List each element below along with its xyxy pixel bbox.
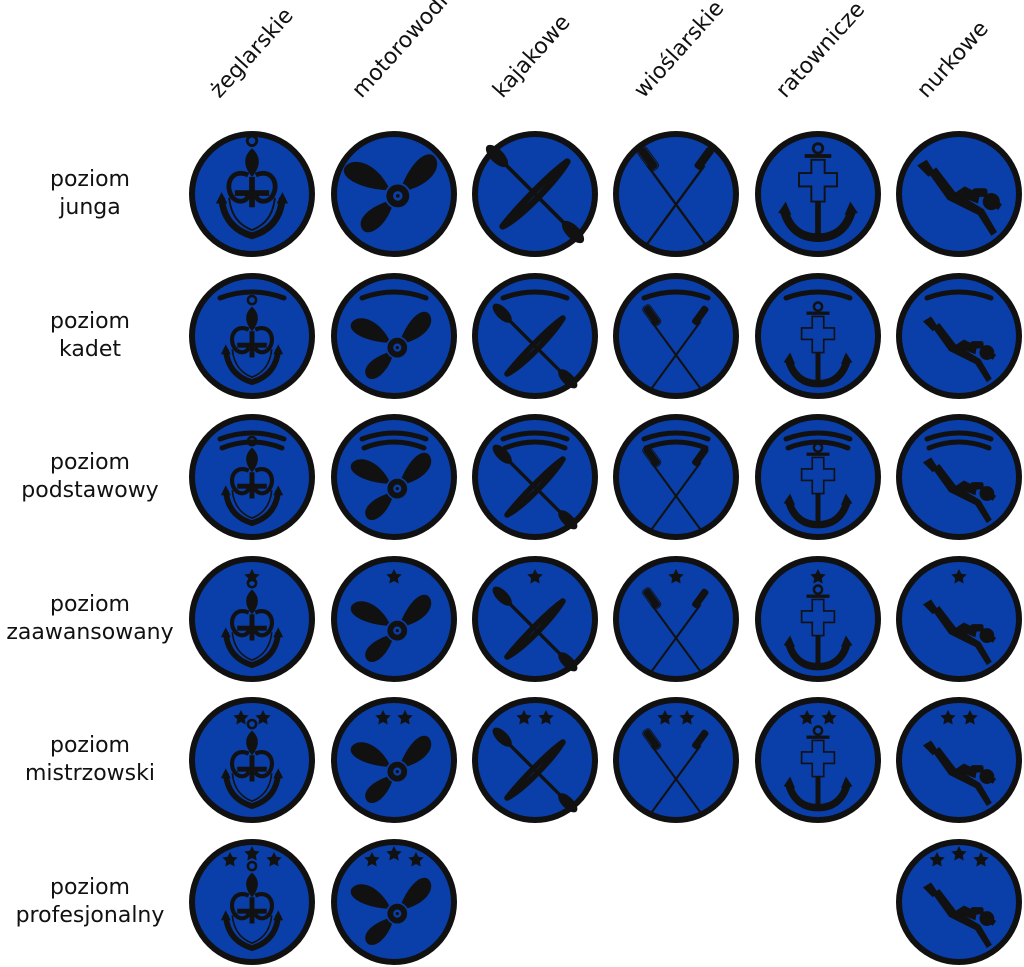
row-header-line2: profesjonalny xyxy=(15,903,165,928)
badge-disc xyxy=(896,839,1022,965)
badge-kayak-podstawowy xyxy=(472,414,598,540)
badge-kayak-kadet xyxy=(472,273,598,399)
badge-sail-zaawansowany xyxy=(189,556,315,682)
arc-mark xyxy=(500,430,570,442)
arc-mark xyxy=(783,289,853,301)
badge-disc xyxy=(613,273,739,399)
arc-mark xyxy=(217,430,287,442)
row-header-podstawowy: poziom podstawowy xyxy=(0,449,180,505)
badge-sail-kadet xyxy=(189,273,315,399)
badge-dive-kadet xyxy=(896,273,1022,399)
badge-disc xyxy=(472,273,598,399)
arc-mark xyxy=(359,430,429,442)
badge-motor-zaawansowany xyxy=(331,556,457,682)
badge-dive-junga xyxy=(896,131,1022,257)
badge-rescue-kadet xyxy=(755,273,881,399)
arc-mark xyxy=(926,439,992,451)
row-header-line1: poziom xyxy=(50,167,130,192)
badge-kayak-junga xyxy=(472,131,598,257)
badge-sail-podstawowy xyxy=(189,414,315,540)
badge-disc xyxy=(331,273,457,399)
arc-mark xyxy=(219,439,285,451)
arc-mark xyxy=(500,289,570,301)
badge-disc xyxy=(896,556,1022,682)
arc-mark xyxy=(217,289,287,301)
arc-mark xyxy=(361,439,427,451)
badge-motor-profesjonalny xyxy=(331,839,457,965)
badge-dive-podstawowy xyxy=(896,414,1022,540)
badge-disc xyxy=(613,131,739,257)
badge-motor-junga xyxy=(331,131,457,257)
badge-dive-zaawansowany xyxy=(896,556,1022,682)
badge-rescue-mistrzowski xyxy=(755,697,881,823)
row-header-line2: zaawansowany xyxy=(6,620,174,645)
row-header-line1: poziom xyxy=(50,450,130,475)
badge-sail-profesjonalny xyxy=(189,839,315,965)
arc-mark xyxy=(359,289,429,301)
badge-disc xyxy=(331,697,457,823)
badge-rescue-podstawowy xyxy=(755,414,881,540)
badge-rescue-zaawansowany xyxy=(755,556,881,682)
badge-kayak-mistrzowski xyxy=(472,697,598,823)
row-header-junga: poziom junga xyxy=(0,166,180,222)
badge-motor-mistrzowski xyxy=(331,697,457,823)
arc-mark xyxy=(643,439,709,451)
badge-disc xyxy=(896,273,1022,399)
badge-disc xyxy=(472,697,598,823)
badge-dive-profesjonalny xyxy=(896,839,1022,965)
badge-disc xyxy=(896,697,1022,823)
badge-row-mistrzowski xyxy=(613,697,739,823)
badge-motor-kadet xyxy=(331,273,457,399)
badge-row-zaawansowany xyxy=(613,556,739,682)
row-header-line2: podstawowy xyxy=(21,478,159,503)
row-header-line1: poziom xyxy=(50,733,130,758)
row-header-line2: mistrzowski xyxy=(25,761,155,786)
badge-disc xyxy=(613,697,739,823)
badge-sail-junga xyxy=(189,131,315,257)
row-header-kadet: poziom kadet xyxy=(0,308,180,364)
row-header-zaawansowany: poziom zaawansowany xyxy=(0,591,180,647)
arc-mark xyxy=(641,430,711,442)
row-header-line2: kadet xyxy=(59,337,121,362)
badge-motor-podstawowy xyxy=(331,414,457,540)
row-header-line2: junga xyxy=(59,195,121,220)
arc-mark xyxy=(785,439,851,451)
arc-mark xyxy=(502,439,568,451)
arc-mark xyxy=(641,289,711,301)
row-header-profesjonalny: poziom profesjonalny xyxy=(0,874,180,930)
arc-mark xyxy=(924,289,994,301)
badge-disc xyxy=(472,556,598,682)
badge-dive-mistrzowski xyxy=(896,697,1022,823)
row-header-line1: poziom xyxy=(50,309,130,334)
badge-row-podstawowy xyxy=(613,414,739,540)
badge-kayak-zaawansowany xyxy=(472,556,598,682)
row-header-mistrzowski: poziom mistrzowski xyxy=(0,732,180,788)
badge-row-junga xyxy=(613,131,739,257)
row-header-line1: poziom xyxy=(50,592,130,617)
row-header-line1: poziom xyxy=(50,875,130,900)
badge-disc xyxy=(613,556,739,682)
badge-row-kadet xyxy=(613,273,739,399)
badge-disc xyxy=(331,839,457,965)
badge-rescue-junga xyxy=(755,131,881,257)
arc-mark xyxy=(924,430,994,442)
badge-sail-mistrzowski xyxy=(189,697,315,823)
badge-disc xyxy=(331,556,457,682)
arc-mark xyxy=(783,430,853,442)
